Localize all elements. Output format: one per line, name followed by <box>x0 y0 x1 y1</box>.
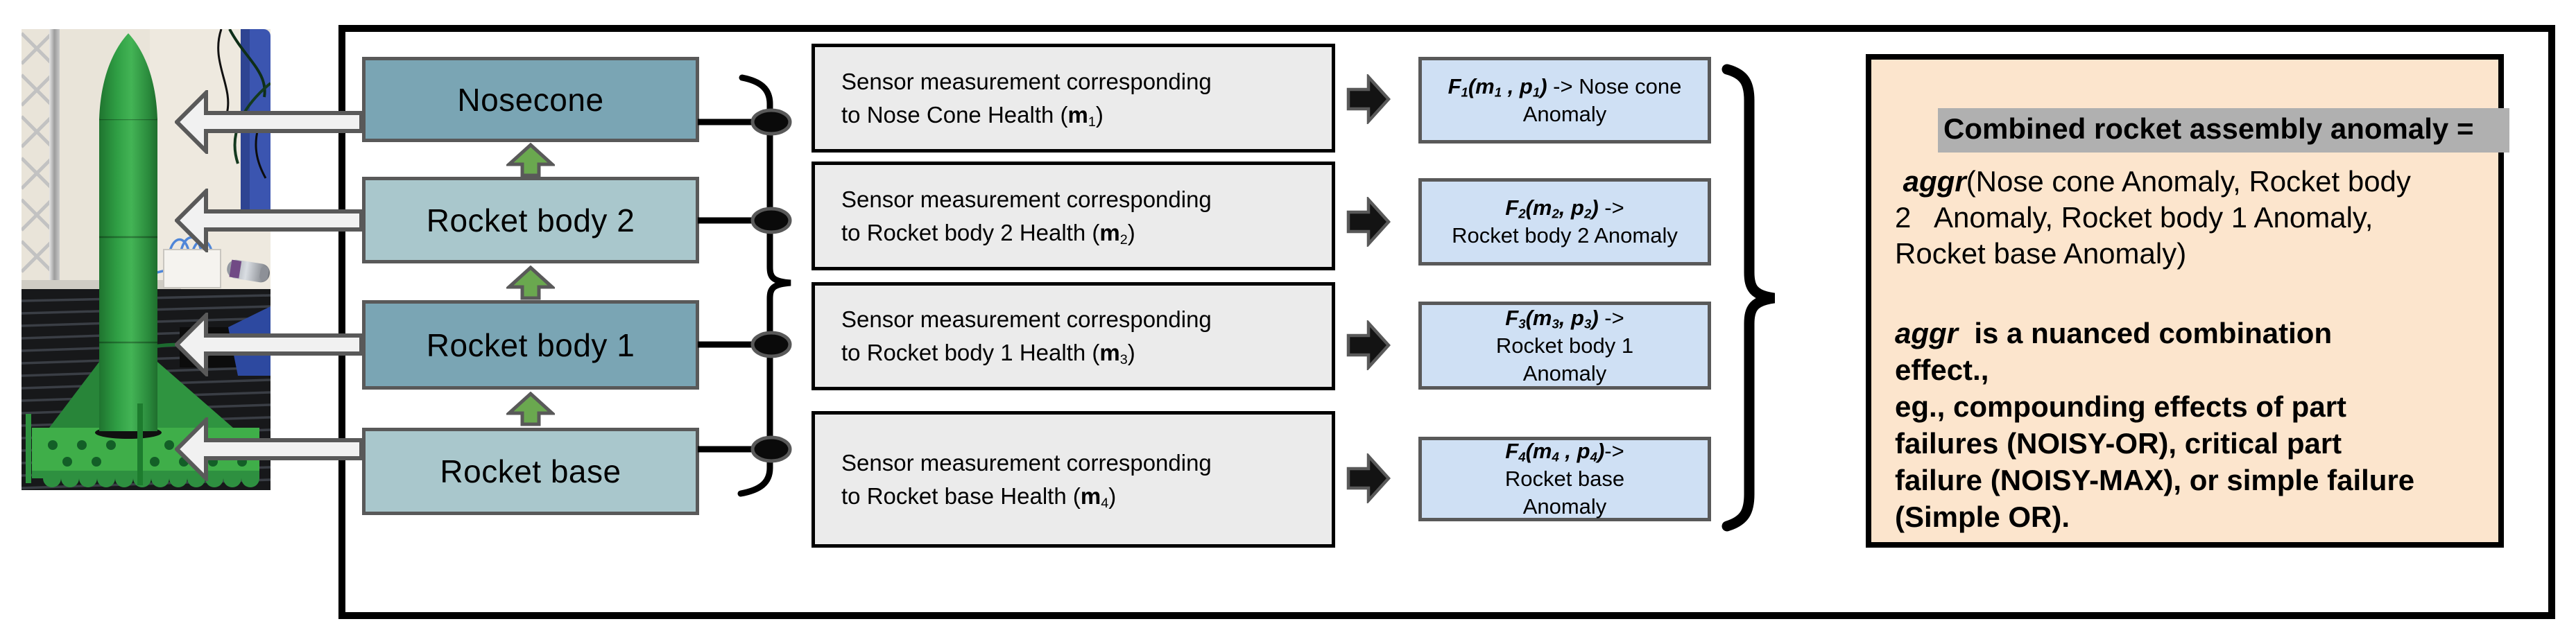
function-text: Anomaly <box>1522 360 1607 385</box>
part-connector-brace <box>698 74 792 497</box>
sensor-box-base: Sensor measurement corresponding to Rock… <box>812 411 1335 548</box>
function-text: Rocket body 1 <box>1495 333 1634 358</box>
rocket-nosecone-photo <box>99 33 157 119</box>
sensor-text: Sensor measurement corresponding <box>841 186 1212 212</box>
part-label: Rocket body 2 <box>426 202 635 238</box>
function-text: Rocket body 2 Anomaly <box>1452 223 1678 247</box>
sensor-box-body2: Sensor measurement corresponding to Rock… <box>812 162 1335 270</box>
sensor-text: Sensor measurement corresponding <box>841 449 1212 476</box>
breadboard <box>163 249 221 288</box>
arrow-sensor2-to-f2 <box>1346 197 1391 247</box>
part-box-nosecone: Nosecone <box>362 57 699 142</box>
guide-stick <box>26 414 31 483</box>
rocket-fin-left <box>49 362 99 428</box>
function-text: F3(m3, p3) -> <box>1505 305 1624 331</box>
arrow-sensor3-to-f3 <box>1346 320 1391 370</box>
arrow-base-to-photo <box>175 417 363 481</box>
sensor-text: Sensor measurement corresponding <box>841 306 1212 332</box>
function-text: Rocket base <box>1504 467 1625 491</box>
function-text: Anomaly <box>1522 494 1607 519</box>
function-text: F2(m2, p2) -> <box>1505 195 1624 221</box>
node-dot-nosecone <box>750 108 792 136</box>
function-text: Anomaly <box>1522 101 1607 126</box>
launch-rod <box>137 403 143 485</box>
node-dot-base <box>750 435 792 463</box>
part-label: Rocket base <box>440 453 621 489</box>
arrow-body1-to-photo <box>175 313 363 376</box>
sensor-text: to Rocket body 1 Health (m3) <box>841 340 1135 367</box>
part-box-rocket-body-2: Rocket body 2 <box>362 177 699 263</box>
node-dot-body1 <box>750 331 792 358</box>
arrow-sensor4-to-f4 <box>1346 453 1391 503</box>
diagram-frame <box>338 25 2555 619</box>
sensor-text: Sensor measurement corresponding <box>841 68 1212 94</box>
wire-shelf <box>22 32 53 273</box>
arrow-nosecone-to-photo <box>175 90 363 154</box>
part-box-rocket-body-1: Rocket body 1 <box>362 300 699 390</box>
assembly-up-arrow-1 <box>506 143 555 177</box>
function-box-f4: F4(m4 , p4)-> Rocket base Anomaly <box>1418 437 1711 521</box>
rocket-photo <box>22 29 271 490</box>
sensor-box-nosecone: Sensor measurement corresponding to Nose… <box>812 44 1335 153</box>
sensor-cylinder <box>227 259 270 283</box>
assembly-up-arrow-3 <box>506 392 555 426</box>
assembly-up-arrow-2 <box>506 266 555 300</box>
sensor-text: to Nose Cone Health (m1) <box>841 101 1104 130</box>
summary-aggr-note: aggr is a nuanced combination effect., e… <box>1895 317 2415 533</box>
part-box-rocket-base: Rocket base <box>362 428 699 515</box>
node-dot-body2 <box>750 207 792 234</box>
function-text: F4(m4 , p4)-> <box>1505 439 1624 464</box>
part-label: Rocket body 1 <box>426 327 635 363</box>
sensor-text: to Rocket base Health (m4) <box>841 482 1117 511</box>
summary-title: Combined rocket assembly anomaly = <box>1889 75 2510 186</box>
summary-aggr-expression: aggr(Nose cone Anomaly, Rocket body 2 An… <box>1895 165 2411 270</box>
function-box-f3: F3(m3, p3) -> Rocket body 1 Anomaly <box>1418 302 1711 390</box>
shelf-post <box>49 29 60 296</box>
sensor-box-body1: Sensor measurement corresponding to Rock… <box>812 282 1335 390</box>
sensor-text: to Rocket body 2 Health (m2) <box>841 219 1135 247</box>
summary-title-highlight: Combined rocket assembly anomaly = <box>1938 108 2510 153</box>
function-box-f2: F2(m2, p2) -> Rocket body 2 Anomaly <box>1418 178 1711 266</box>
rocket-body <box>99 118 157 431</box>
aggregation-brace <box>1721 64 1776 532</box>
rocket-fin-right <box>157 362 233 428</box>
summary-box: Combined rocket assembly anomaly = aggr(… <box>1866 54 2510 548</box>
part-label: Nosecone <box>457 81 604 118</box>
arrow-body2-to-photo <box>175 189 363 252</box>
function-box-f1: F1(m1 , p1) -> Nose cone Anomaly <box>1418 57 1711 143</box>
rocket-photo-scene <box>22 29 271 490</box>
function-text: F1(m1 , p1) -> Nose cone <box>1448 73 1682 100</box>
arrow-sensor1-to-f1 <box>1346 74 1391 124</box>
